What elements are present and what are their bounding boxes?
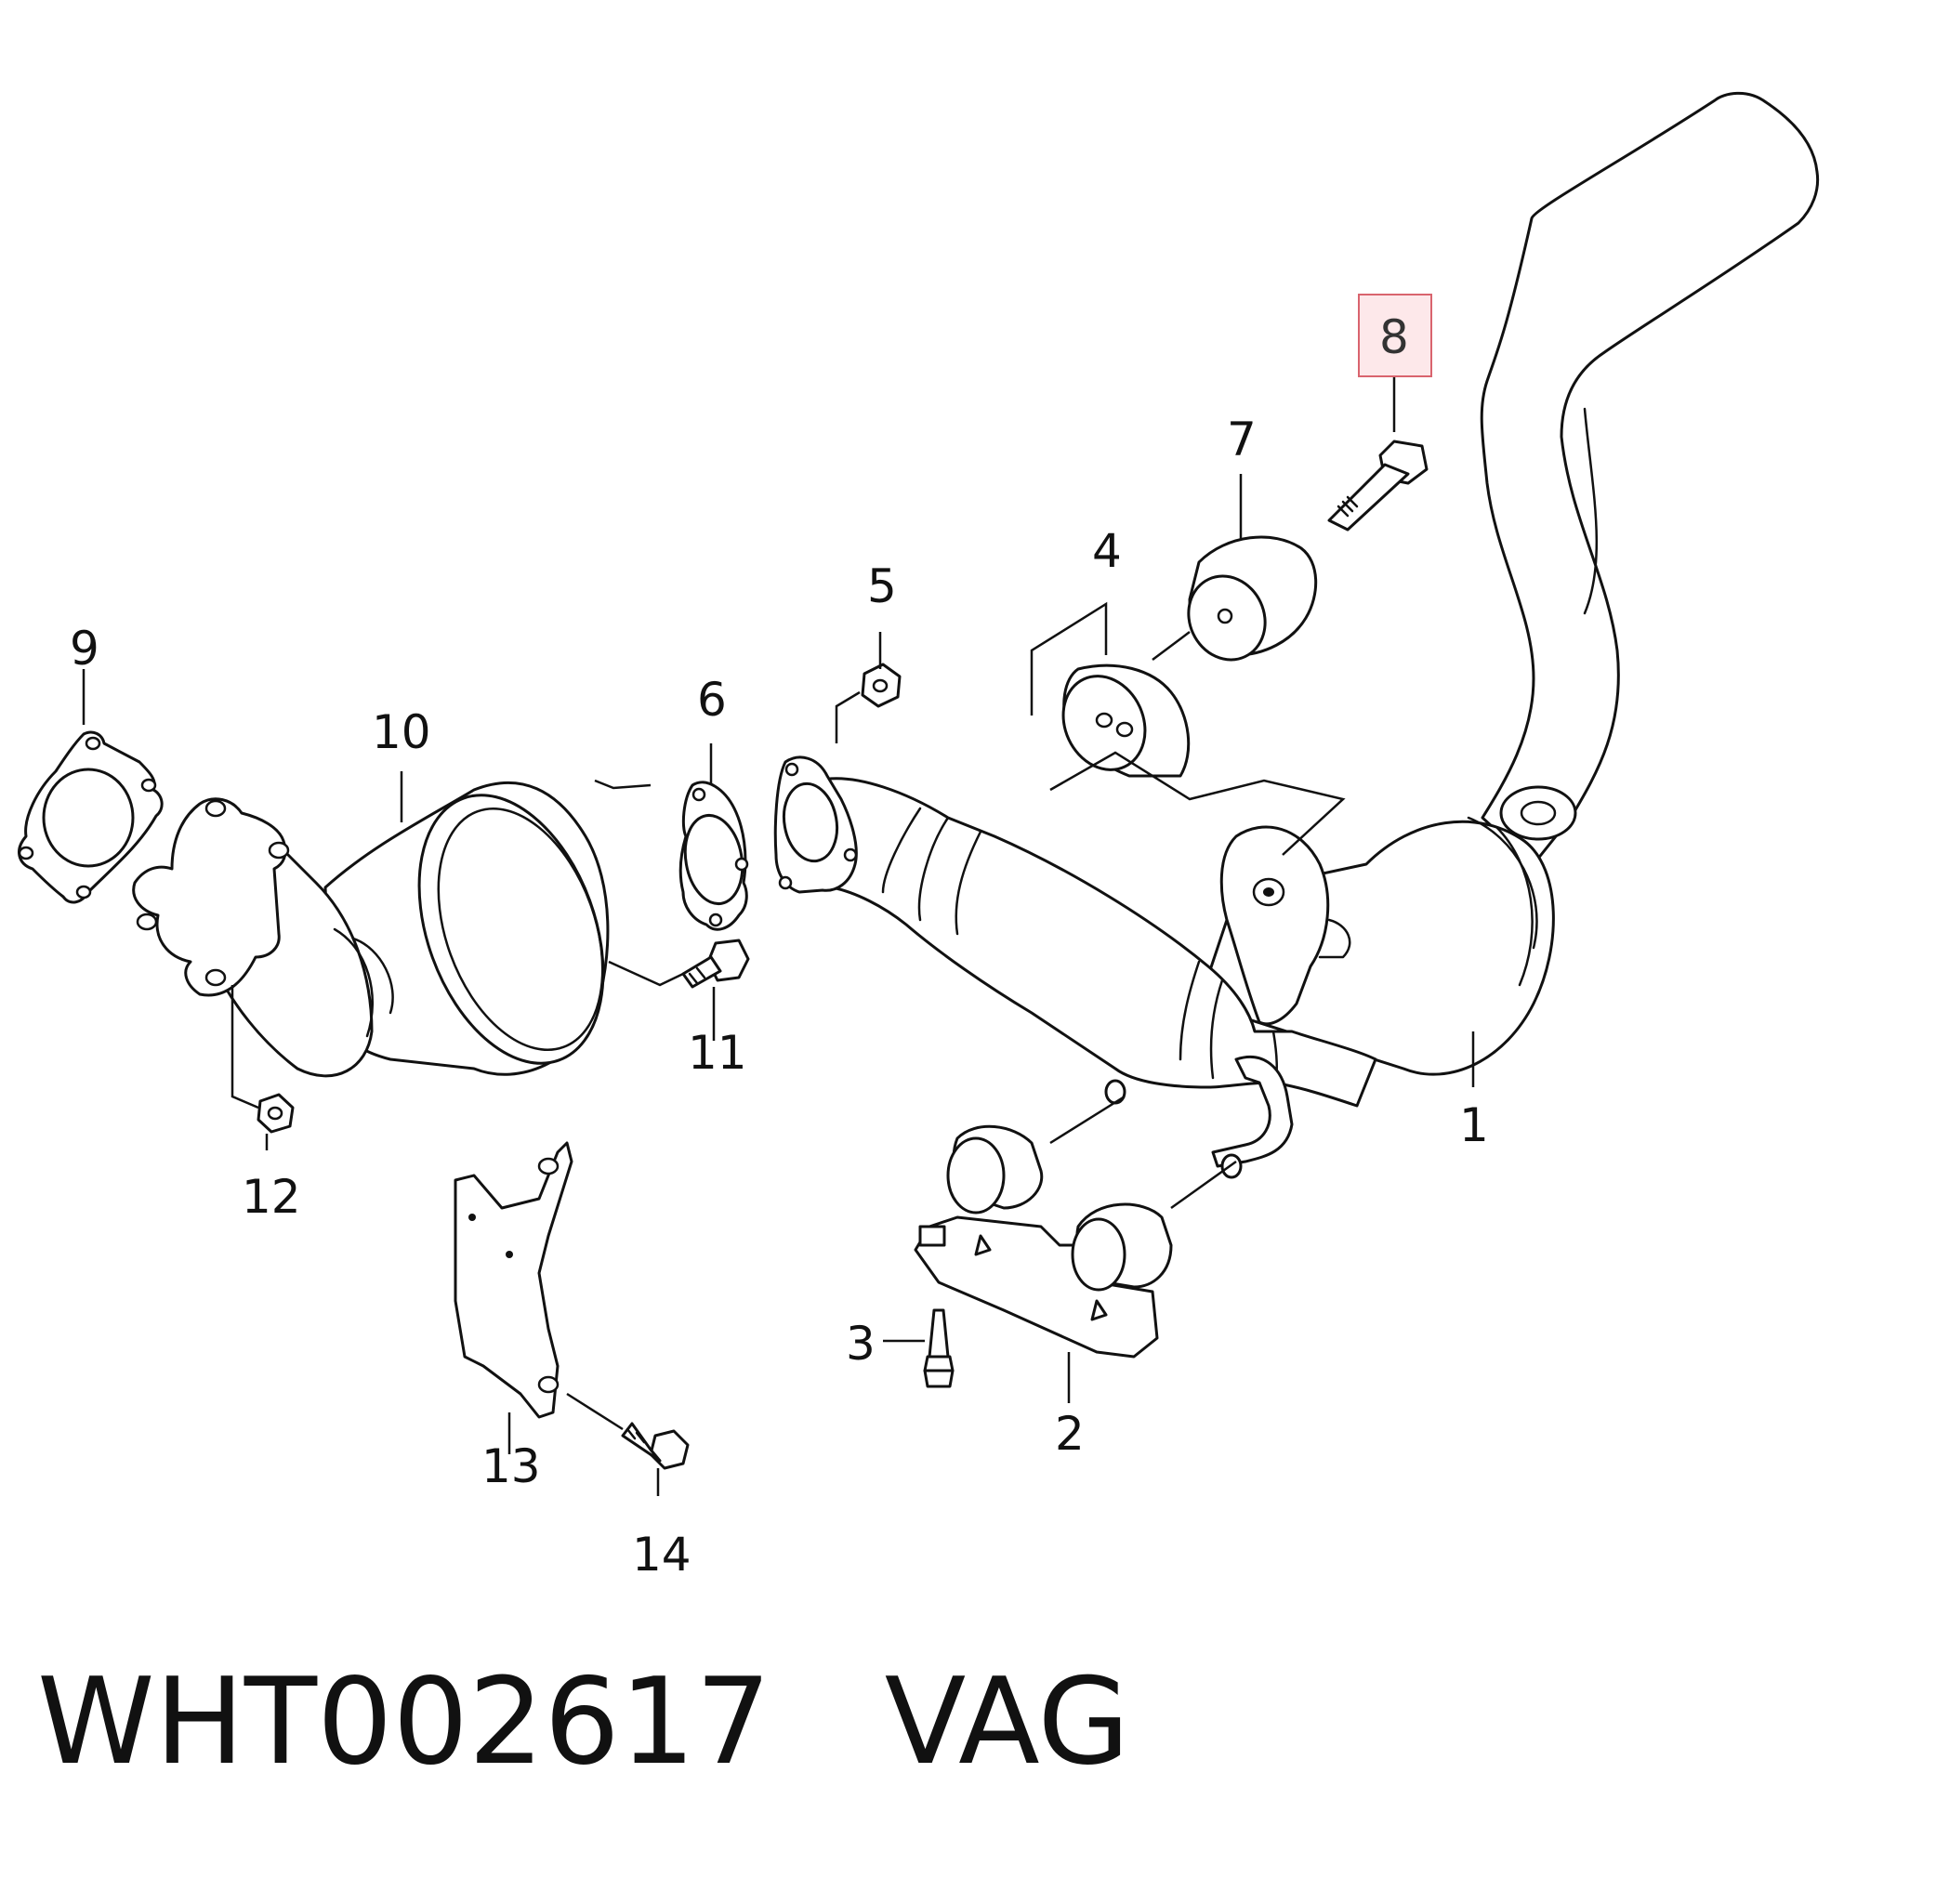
callout-10[interactable]: 10 <box>372 705 431 759</box>
callout-3[interactable]: 3 <box>846 1317 876 1371</box>
heat-shield-bracket <box>1219 825 1351 1026</box>
callout-13[interactable]: 13 <box>481 1439 541 1493</box>
pipe-flange <box>773 755 858 894</box>
part-6-gasket <box>678 781 749 931</box>
part-5-nut <box>861 663 902 708</box>
callout-5[interactable]: 5 <box>867 559 897 613</box>
callout-6[interactable]: 6 <box>697 673 727 727</box>
callout-9[interactable]: 9 <box>70 622 99 676</box>
part-number-caption: WHT002617 VAG <box>37 1653 1130 1792</box>
part-2-bracket <box>914 1124 1173 1359</box>
callout-1[interactable]: 1 <box>1459 1098 1489 1152</box>
callout-12[interactable]: 12 <box>242 1170 301 1224</box>
part-3-screw <box>923 1308 955 1388</box>
callout-2[interactable]: 2 <box>1055 1407 1085 1461</box>
part-8-bolt <box>1327 440 1429 532</box>
part-12-nut <box>257 1093 295 1134</box>
part-14-bolt <box>621 1422 690 1470</box>
middle-pipe <box>816 777 1377 1108</box>
part-7-rubber-mount <box>1187 535 1318 662</box>
part-4-rubber-mount <box>1061 663 1191 778</box>
callout-8[interactable]: 8 <box>1379 310 1409 364</box>
part-11-bolt <box>681 939 750 989</box>
manifold-flange <box>132 797 290 997</box>
callout-labels: 1 2 3 4 5 6 7 8 9 10 11 12 13 14 <box>70 310 1489 1582</box>
callout-14[interactable]: 14 <box>632 1528 691 1582</box>
part-13-bracket-plate <box>454 1141 573 1419</box>
leader-lines <box>82 376 1475 1496</box>
callout-11[interactable]: 11 <box>688 1026 747 1080</box>
highlight-box-callout-8 <box>1358 294 1432 377</box>
callout-4[interactable]: 4 <box>1092 524 1122 578</box>
callout-7[interactable]: 7 <box>1227 413 1257 466</box>
part-9-gasket <box>18 730 164 904</box>
